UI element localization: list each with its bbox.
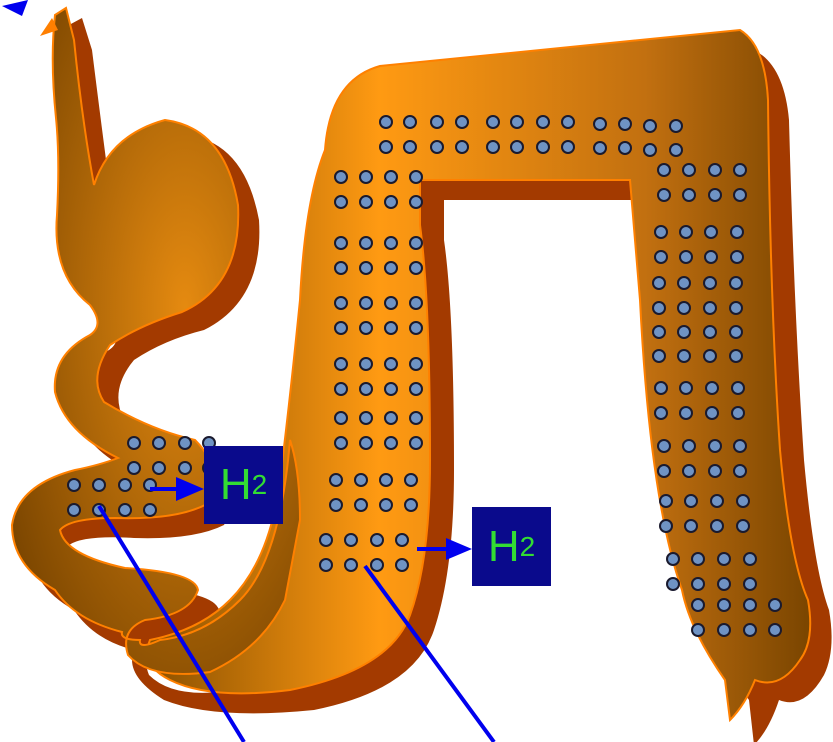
h2-subscript: 2 — [520, 533, 536, 561]
blue-arrowhead-icon — [2, 0, 28, 16]
h2-subscript: 2 — [252, 471, 268, 499]
h2-element: H — [488, 525, 520, 569]
h2-element: H — [220, 463, 252, 507]
